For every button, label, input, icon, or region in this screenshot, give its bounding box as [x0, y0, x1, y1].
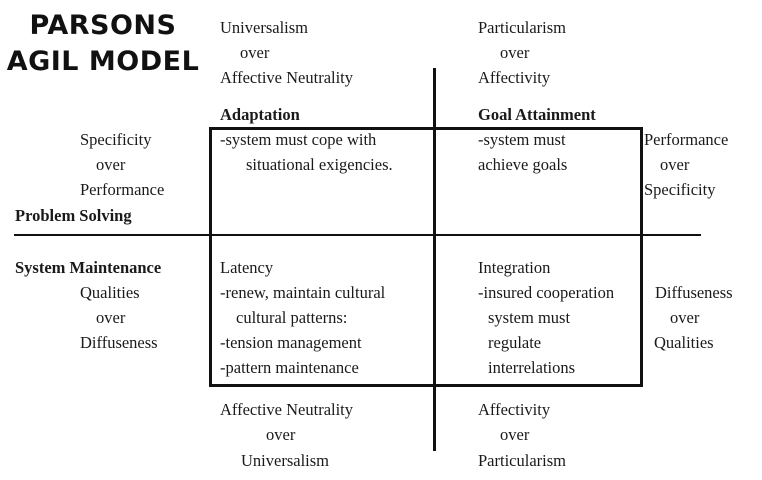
title-line-2: AGIL MODEL [6, 46, 200, 77]
left-lower-line1: Qualities [80, 283, 140, 302]
top-left-line2: over [240, 43, 270, 62]
integration-line-2: system must [488, 308, 571, 327]
title-line-1: PARSONS [29, 10, 177, 41]
left-upper-line2: over [96, 155, 126, 174]
integration-heading: Integration [478, 258, 551, 277]
integration-line-1: -insured cooperation [478, 283, 615, 302]
goal-attainment-line-1: -system must [478, 130, 566, 149]
left-lower-line2: over [96, 308, 126, 327]
top-right-line2: over [500, 43, 530, 62]
right-upper-line3: Specificity [644, 180, 716, 199]
latency-line-3: -tension management [220, 333, 362, 352]
right-lower-line3: Qualities [654, 333, 714, 352]
box-left-border [209, 127, 212, 387]
bottom-right-line1: Affectivity [478, 400, 551, 419]
left-upper-line1: Specificity [80, 130, 152, 149]
bottom-left-line3: Universalism [241, 451, 329, 470]
horizontal-axis [14, 234, 701, 236]
vertical-axis [433, 68, 436, 451]
right-lower-line1: Diffuseness [655, 283, 733, 302]
latency-line-4: -pattern maintenance [220, 358, 359, 377]
box-top-border [209, 127, 642, 130]
right-lower-line2: over [670, 308, 700, 327]
left-upper-line3: Performance [80, 180, 165, 199]
top-left-line3: Affective Neutrality [220, 68, 354, 87]
system-maintenance-label: System Maintenance [15, 258, 162, 277]
goal-attainment-heading: Goal Attainment [478, 105, 596, 124]
right-upper-line1: Performance [644, 130, 729, 149]
problem-solving-label: Problem Solving [15, 206, 132, 225]
left-lower-line3: Diffuseness [80, 333, 158, 352]
adaptation-heading: Adaptation [220, 105, 300, 124]
right-upper-line2: over [660, 155, 690, 174]
box-bottom-border [209, 384, 642, 387]
bottom-left-line1: Affective Neutrality [220, 400, 354, 419]
bottom-left-line2: over [266, 425, 296, 444]
latency-heading: Latency [220, 258, 274, 277]
box-right-border [640, 127, 643, 387]
adaptation-line-2: situational exigencies. [246, 155, 393, 174]
latency-line-2: cultural patterns: [236, 308, 348, 327]
bottom-right-line2: over [500, 425, 530, 444]
bottom-right-line3: Particularism [478, 451, 566, 470]
integration-line-3: regulate [488, 333, 542, 352]
top-left-line1: Universalism [220, 18, 308, 37]
integration-line-4: interrelations [488, 358, 576, 377]
latency-line-1: -renew, maintain cultural [220, 283, 386, 302]
adaptation-line-1: -system must cope with [220, 130, 377, 149]
goal-attainment-line-2: achieve goals [478, 155, 568, 174]
top-right-line3: Affectivity [478, 68, 551, 87]
top-right-line1: Particularism [478, 18, 566, 37]
